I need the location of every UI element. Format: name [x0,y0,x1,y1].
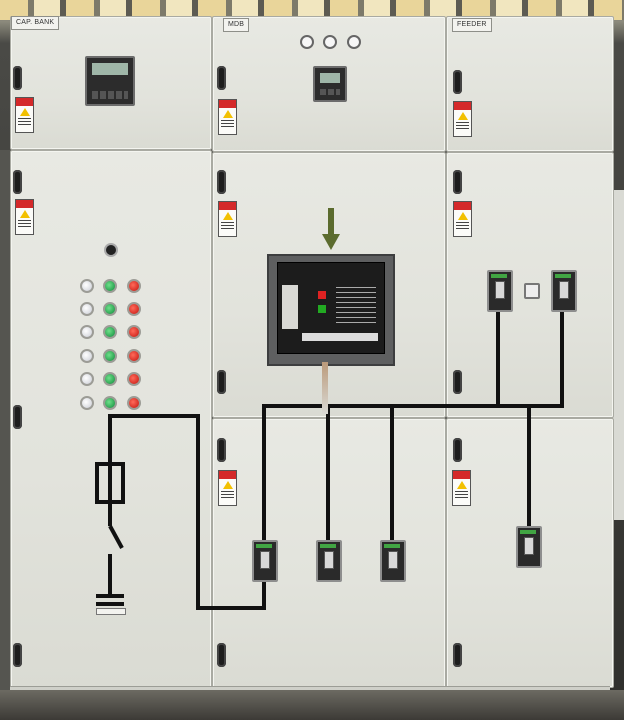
power-factor-controller [85,56,135,106]
cap-bank-label: CAP. BANK [11,16,60,30]
pilot-light [323,35,337,49]
indicator-lamp-icon [80,302,94,316]
indicator-lamp-icon [80,396,94,410]
small-switch[interactable] [524,283,540,299]
circuit-breaker-icon[interactable] [380,540,406,582]
warning-sign-icon [218,99,237,135]
mimic-line [560,310,564,408]
feeder-label: FEEDER [452,18,492,32]
door-handle-icon[interactable] [453,643,462,667]
warning-sign-icon [15,199,34,235]
door-handle-icon[interactable] [217,643,226,667]
door-handle-icon[interactable] [453,70,462,94]
indicator-lamp-icon [80,325,94,339]
fuse-symbol-icon [95,458,125,606]
indicator-lamp-icon [103,396,117,410]
warning-sign-icon [453,201,472,237]
indicator-lamp-icon [127,349,141,363]
warning-sign-icon [218,201,237,237]
indicator-lamp-icon [127,372,141,386]
mimic-line [326,404,330,540]
indicator-lamp-icon [127,396,141,410]
mimic-line [527,404,531,528]
door-handle-icon[interactable] [13,643,22,667]
door-handle-icon[interactable] [217,66,226,90]
door-handle-icon[interactable] [13,66,22,90]
indicator-lamp-icon [103,349,117,363]
indicator-lamp-icon [127,302,141,316]
power-meter [313,66,347,102]
pilot-light [300,35,314,49]
air-circuit-breaker[interactable] [277,262,385,354]
indicator-lamp-icon [103,372,117,386]
mimic-line [108,414,198,418]
cable [322,362,328,414]
warning-sign-icon [15,97,34,133]
indicator-lamp-icon [103,302,117,316]
mimic-line [496,310,500,408]
mdb-label: MDB [223,18,250,32]
mimic-line [196,606,264,610]
floor [0,690,624,720]
feeder-top-door [446,16,614,152]
selector-switch[interactable] [104,243,118,257]
warning-sign-icon [453,101,472,137]
circuit-breaker-icon[interactable] [516,526,542,568]
capacitor-symbol-icon [96,608,126,615]
left-wall [0,150,10,690]
door-handle-icon[interactable] [13,405,22,429]
mimic-line [262,404,562,408]
warning-sign-icon [218,470,237,506]
indicator-lamp-icon [80,349,94,363]
indicator-lamp-icon [80,372,94,386]
pilot-light [347,35,361,49]
door-handle-icon[interactable] [217,438,226,462]
indicator-lamp-icon [80,279,94,293]
mimic-line [390,404,394,540]
door-handle-icon[interactable] [453,438,462,462]
mimic-line [108,414,112,460]
arrow-down-icon [322,208,340,250]
door-handle-icon[interactable] [453,370,462,394]
indicator-lamp-icon [103,279,117,293]
circuit-breaker-icon[interactable] [316,540,342,582]
circuit-breaker-icon[interactable] [551,270,577,312]
door-handle-icon[interactable] [13,170,22,194]
indicator-lamp-icon [127,279,141,293]
door-handle-icon[interactable] [217,170,226,194]
mimic-line [196,414,200,610]
circuit-breaker-icon[interactable] [252,540,278,582]
indicator-lamp-icon [127,325,141,339]
door-handle-icon[interactable] [453,170,462,194]
door-handle-icon[interactable] [217,370,226,394]
ceiling-lights [0,0,624,20]
warning-sign-icon [452,470,471,506]
indicator-lamp-icon [103,325,117,339]
mimic-line [262,404,266,610]
circuit-breaker-icon[interactable] [487,270,513,312]
